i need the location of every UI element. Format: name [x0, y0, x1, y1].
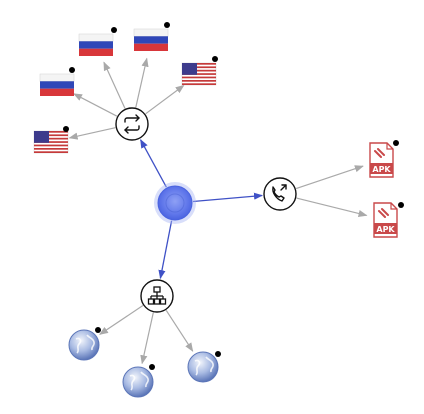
node-center[interactable] [154, 182, 196, 224]
edge-center-to-network [158, 220, 173, 280]
status-badge [398, 202, 404, 208]
edge-swap-to-flag-ru-left [73, 93, 118, 117]
edge-phone-to-apk-bottom [296, 197, 368, 217]
node-flag-us-right[interactable] [181, 56, 218, 86]
apk-file-icon: APK [369, 142, 394, 178]
node-apk-top[interactable]: APK [369, 140, 399, 178]
russia-flag-icon [78, 33, 114, 56]
node-flag-ru-top[interactable] [78, 27, 117, 56]
node-flag-ru-left[interactable] [39, 67, 75, 96]
us-flag-icon [181, 62, 217, 86]
node-swap[interactable] [115, 107, 149, 141]
globe-icon [122, 366, 154, 398]
status-badge [164, 22, 170, 28]
edge-swap-to-flag-ru-top-right [135, 57, 149, 108]
status-badge [393, 140, 399, 146]
edge-network-to-globe-bottom [140, 312, 154, 365]
status-badge [63, 126, 69, 132]
node-globe-left[interactable] [68, 327, 101, 361]
globe-icon [187, 351, 219, 383]
status-badge [69, 67, 75, 73]
node-apk-bottom[interactable]: APK [373, 202, 404, 238]
node-globe-bottom[interactable] [122, 364, 155, 398]
swap-arrows-icon [124, 114, 140, 134]
globe-icon [68, 329, 100, 361]
russia-flag-icon [39, 73, 75, 96]
edge-center-to-phone [192, 192, 263, 203]
edge-swap-to-flag-us-left [68, 127, 116, 140]
status-badge [95, 327, 101, 333]
apk-file-icon: APK [373, 202, 398, 238]
us-flag-icon [33, 130, 69, 154]
status-badge [149, 364, 155, 370]
apk-label: APK [372, 165, 391, 174]
edge-center-to-swap [140, 139, 167, 188]
edges-layer [68, 57, 368, 365]
status-badge [215, 351, 221, 357]
node-phone[interactable] [263, 177, 297, 211]
edge-swap-to-flag-ru-top [103, 61, 126, 109]
russia-flag-icon [133, 28, 169, 51]
status-badge [111, 27, 117, 33]
phone-icon [272, 184, 287, 202]
node-globe-right[interactable] [187, 351, 221, 383]
network-tree-icon [147, 286, 167, 305]
node-flag-ru-top-right[interactable] [133, 22, 170, 51]
node-network[interactable] [140, 279, 174, 313]
hub-icon [165, 193, 185, 213]
node-flag-us-left[interactable] [33, 126, 69, 154]
edge-phone-to-apk-top [295, 165, 364, 190]
edge-network-to-globe-right [165, 309, 194, 352]
status-badge [212, 56, 218, 62]
edge-swap-to-flag-us-right [145, 84, 185, 115]
apk-label: APK [376, 225, 395, 234]
edge-network-to-globe-left [99, 305, 144, 335]
